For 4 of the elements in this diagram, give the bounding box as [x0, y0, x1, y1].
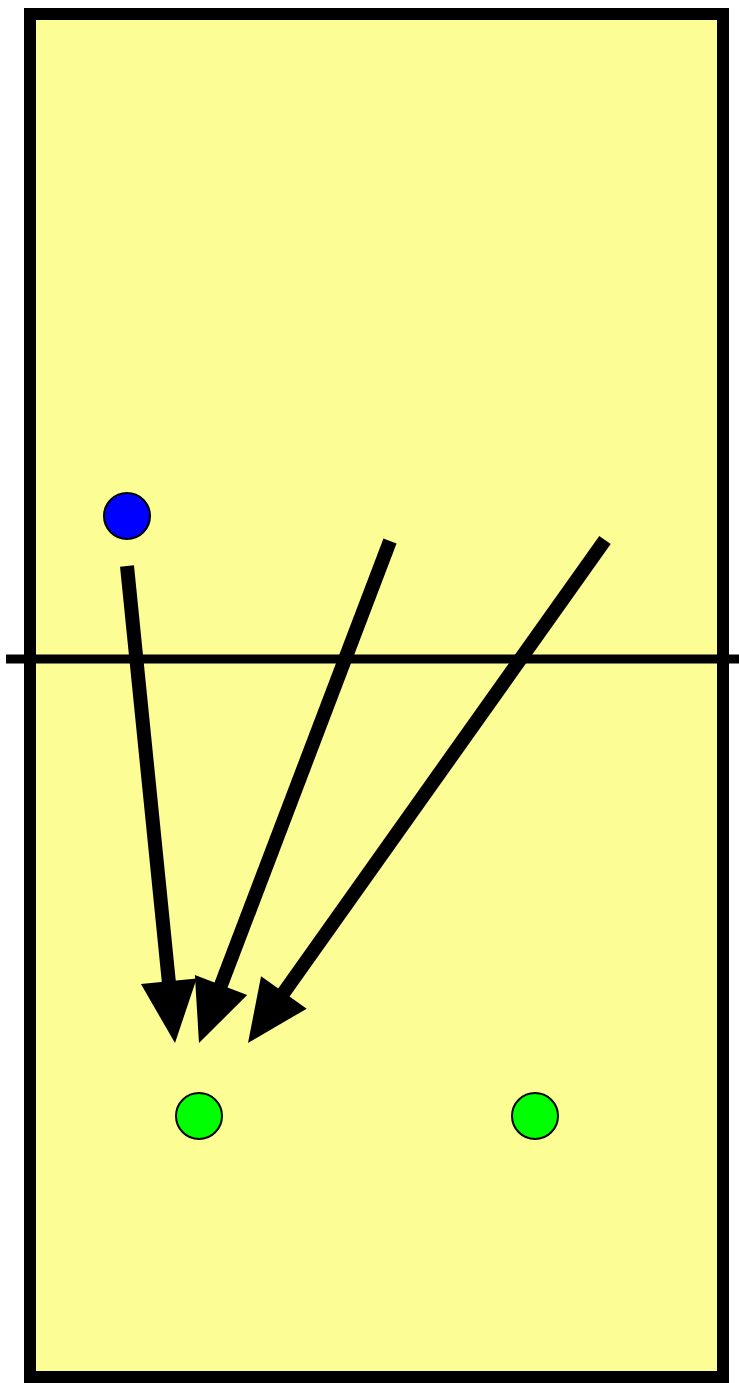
player-circle — [103, 492, 151, 540]
player-circle — [511, 1092, 559, 1140]
player-circle — [175, 1092, 223, 1140]
court-box — [24, 8, 729, 1383]
